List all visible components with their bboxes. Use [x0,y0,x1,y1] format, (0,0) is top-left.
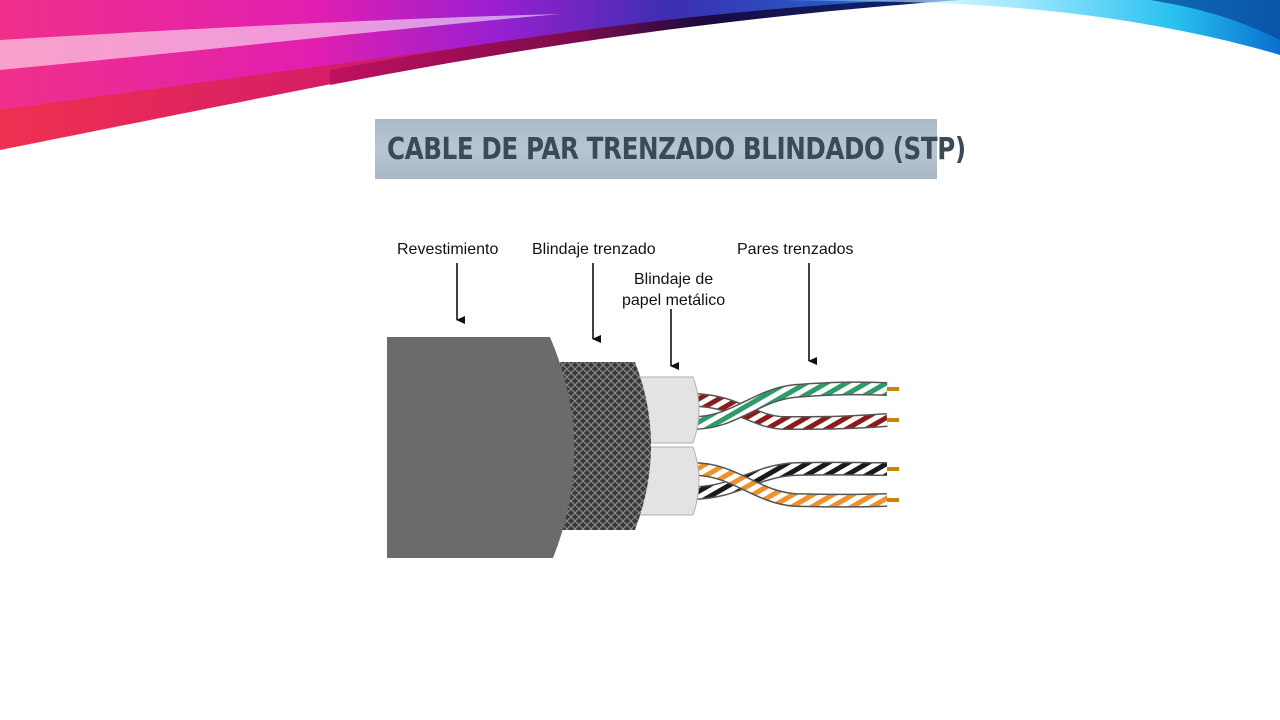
label-blindaje-papel-line2: papel metálico [622,292,726,309]
title-banner: CABLE DE PAR TRENZADO BLINDADO (STP) [375,119,966,179]
cable-illustration [387,263,899,558]
stp-cable-diagram: Revestimiento Blindaje trenzado Blindaje… [375,225,915,570]
outer-jacket [387,337,575,558]
slide-title: CABLE DE PAR TRENZADO BLINDADO (STP) [387,131,966,167]
label-revestimiento: Revestimiento [397,241,499,258]
foil-shields [636,376,700,516]
pointer-arrows [456,263,817,370]
label-blindaje-papel: Blindaje de papel metálico [622,269,725,311]
label-pares-trenzados: Pares trenzados [737,241,854,258]
braided-shield [560,362,651,530]
label-blindaje-trenzado: Blindaje trenzado [532,241,656,258]
decorative-swoosh [0,0,1280,150]
twisted-pair-2 [692,461,899,508]
twisted-pair-1 [692,381,899,431]
label-blindaje-papel-line1: Blindaje de [634,271,714,288]
